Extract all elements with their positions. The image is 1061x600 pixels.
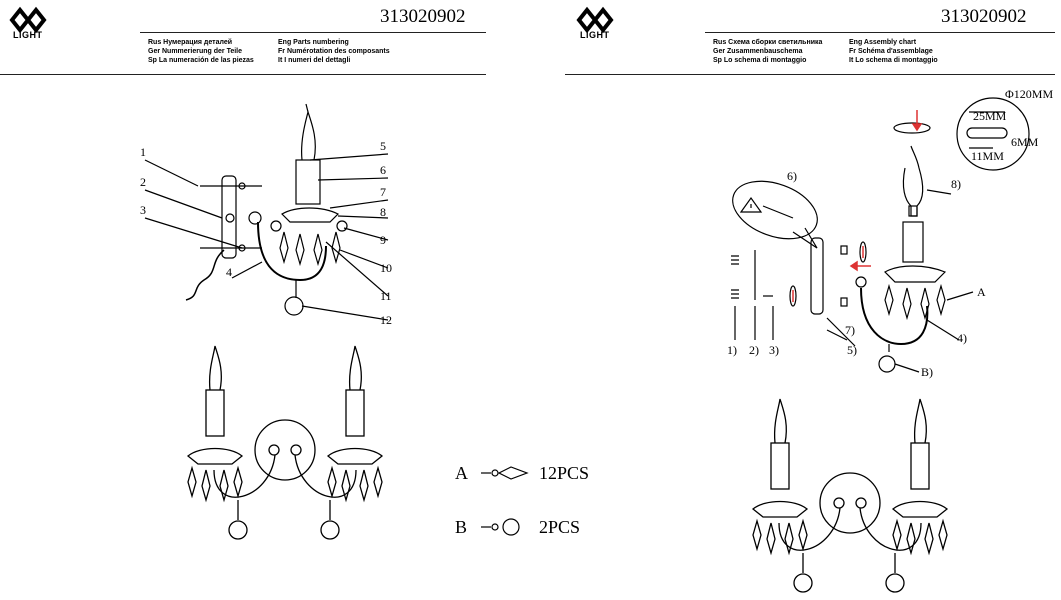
wall-plate <box>221 175 237 259</box>
assembled-fixture-left <box>186 345 384 540</box>
brand-logo-icon <box>9 6 47 34</box>
legend-qty-a: 12PCS <box>539 463 589 483</box>
header-rule-right <box>705 32 1055 33</box>
brand-name: LIGHT <box>13 30 43 40</box>
dim-120mm: Φ120MM <box>1005 87 1053 101</box>
step-2: 2) <box>749 343 759 357</box>
step-5: 5) <box>847 343 857 357</box>
legend-letter-b: B <box>455 517 467 537</box>
crystal-drop-icon <box>481 466 529 480</box>
parts-exploded-diagram: 1 2 3 4 5 6 7 8 9 10 11 12 <box>140 103 392 327</box>
assembly-chart-page: LIGHT 313020902 Rus Схема сборки светиль… <box>565 0 1061 600</box>
assembly-exploded-diagram: 6) 1) 2) 3) 4) 5) 7) 8) A B) 25MM 11MM 6… <box>727 87 1053 379</box>
callout-6: 6 <box>380 163 386 177</box>
callout-3: 3 <box>140 203 146 217</box>
callout-11: 11 <box>380 289 392 303</box>
dim-6mm: 6MM <box>1011 135 1039 149</box>
legend-qty-b: 2PCS <box>539 517 580 537</box>
callout-1: 1 <box>140 145 146 159</box>
brand-logo-icon-right <box>576 6 614 34</box>
callout-5: 5 <box>380 139 386 153</box>
header-bottom-rule-right <box>565 74 1055 75</box>
callout-10: 10 <box>380 261 392 275</box>
parts-numbering-page: LIGHT 313020902 Rus Нумерация деталей Ge… <box>0 0 589 600</box>
crystal-ball <box>284 296 304 316</box>
header-col-1-right: Rus Схема сборки светильника Ger Zusamme… <box>713 39 823 64</box>
step-3: 3) <box>769 343 779 357</box>
dim-25mm: 25MM <box>973 109 1007 123</box>
step-a: A <box>977 285 986 299</box>
callout-8: 8 <box>380 205 386 219</box>
step-b: B) <box>921 365 933 379</box>
model-number: 313020902 <box>380 6 466 27</box>
step-8: 8) <box>951 177 961 191</box>
header-col-2-right: Eng Assembly chart Fr Schéma d'assemblag… <box>849 39 938 64</box>
header-bottom-rule <box>0 74 486 75</box>
callout-9: 9 <box>380 233 386 247</box>
assembled-fixture-right <box>751 398 949 593</box>
red-arrows <box>792 110 923 302</box>
callout-2: 2 <box>140 175 146 189</box>
mount-nut <box>225 213 235 223</box>
step-7: 7) <box>845 323 855 337</box>
header-rule <box>140 32 486 33</box>
model-number-right: 313020902 <box>941 6 1027 27</box>
step-1: 1) <box>727 343 737 357</box>
candle-bulb <box>301 109 316 161</box>
crystal-ball-icon <box>481 518 520 536</box>
callout-7: 7 <box>380 185 386 199</box>
step-6: 6) <box>787 169 797 183</box>
detail-bubble <box>732 180 818 240</box>
dimension-detail <box>956 97 1030 171</box>
legend-graphic: A 12PCS B 2PCS <box>455 463 589 537</box>
legend-letter-a: A <box>455 463 468 483</box>
candle-sleeve <box>295 159 321 205</box>
header-col-1: Rus Нумерация деталей Ger Nummerierung d… <box>148 39 254 64</box>
callout-12: 12 <box>380 313 392 327</box>
brand-name-right: LIGHT <box>580 30 610 40</box>
step-4: 4) <box>957 331 967 345</box>
callout-4: 4 <box>226 265 232 279</box>
dim-11mm: 11MM <box>971 149 1004 163</box>
header-col-2: Eng Parts numbering Fr Numérotation des … <box>278 39 390 64</box>
warning-icon <box>739 196 763 213</box>
